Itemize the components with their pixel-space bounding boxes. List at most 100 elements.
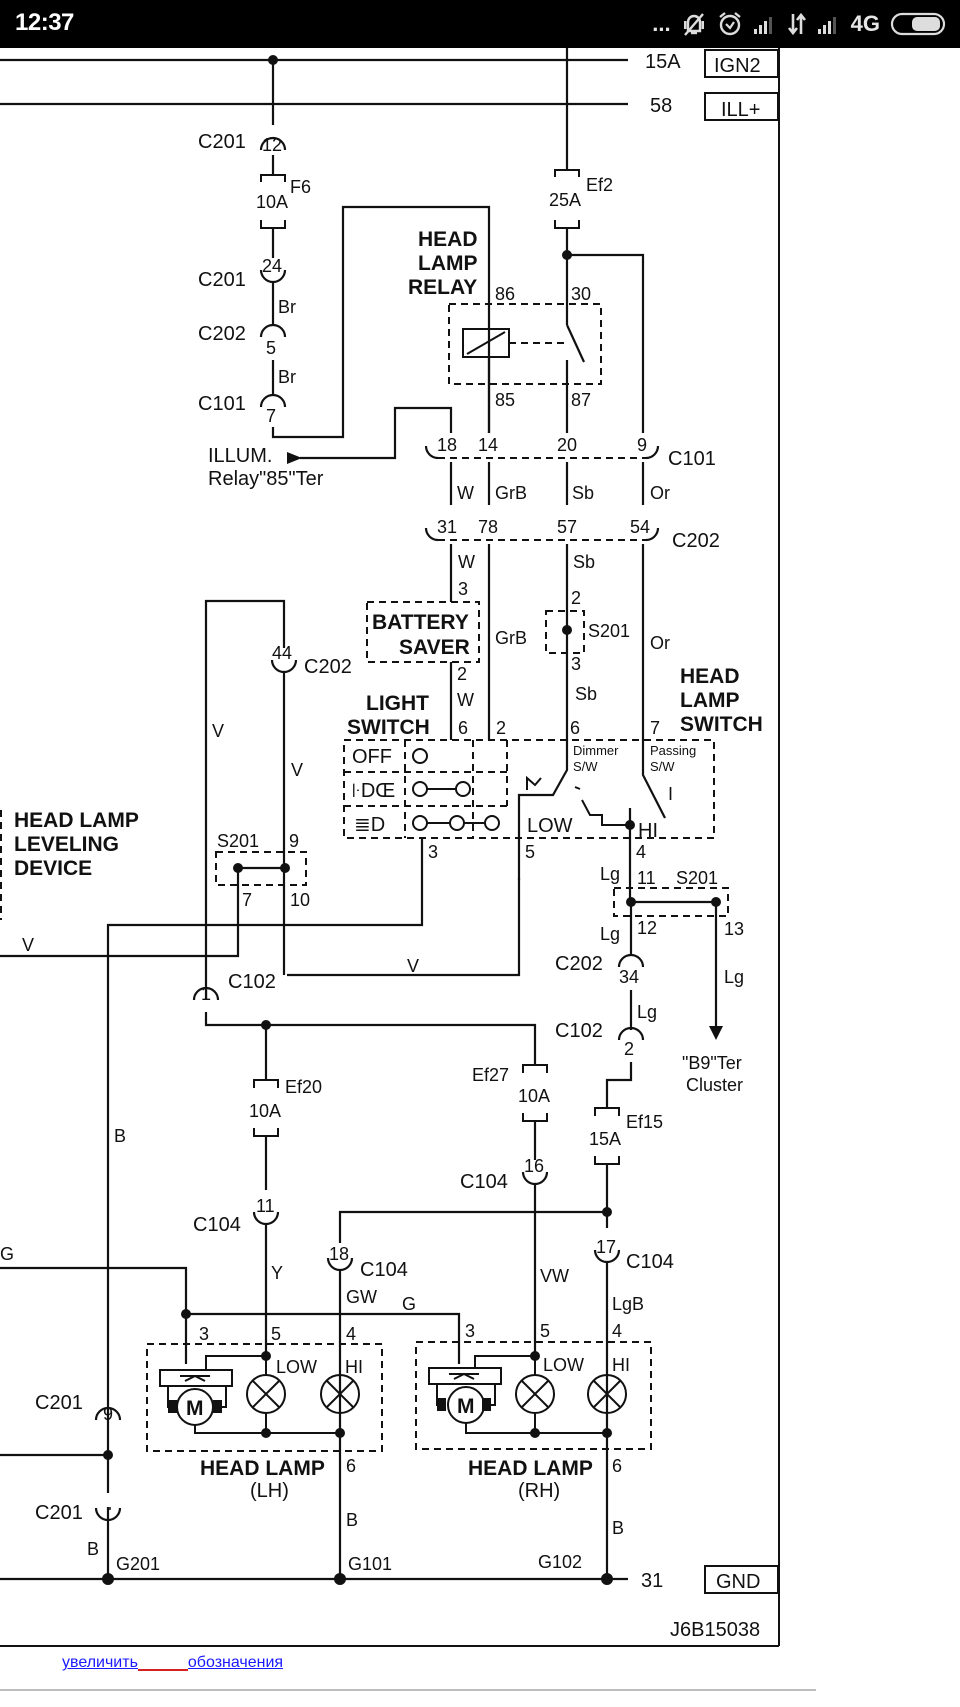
label: Dimmer	[573, 743, 619, 758]
label: Or	[650, 483, 670, 503]
more-dots-icon: ...	[652, 11, 671, 36]
label: 7	[242, 890, 252, 910]
label: Br	[278, 367, 296, 387]
relay-label: LAMP	[418, 252, 478, 275]
label: C202	[304, 656, 352, 678]
label: V	[407, 956, 419, 976]
connector-c201-12	[259, 136, 287, 151]
passing-contact: I	[668, 784, 673, 804]
low-label: LOW	[527, 815, 573, 837]
motor-label: M	[186, 1397, 204, 1420]
label: C202	[672, 530, 720, 552]
label: 5	[525, 842, 535, 862]
label: Ef2	[586, 175, 613, 195]
arrow-icon	[287, 452, 302, 464]
label: 86	[495, 284, 515, 304]
rail-number: 15A	[645, 51, 681, 73]
label: G	[0, 1244, 14, 1264]
head-lamp-switch-label: LAMP	[680, 689, 740, 712]
leveler-icon	[449, 1372, 479, 1380]
label: 4	[346, 1324, 356, 1344]
signal-2-icon	[817, 17, 836, 34]
connector-c101-row: 18 14 20 9 C101	[424, 435, 716, 470]
rail-name-ill: ILL+	[721, 99, 760, 121]
label: 17	[596, 1237, 616, 1257]
low-label: LOW	[276, 1357, 317, 1377]
high-beam-bulb-icon	[320, 1374, 360, 1414]
connector-c102-1	[192, 986, 220, 1001]
label: Sb	[572, 483, 594, 503]
label: C104	[193, 1214, 241, 1236]
label: 6	[458, 718, 468, 738]
label: 25A	[549, 190, 581, 210]
low-label: LOW	[543, 1355, 584, 1375]
label: 20	[557, 435, 577, 455]
relay-label: RELAY	[408, 276, 477, 299]
link-separator	[137, 1669, 188, 1671]
ground-g201: G201	[116, 1554, 160, 1574]
battery-saver-label: BATTERY	[372, 611, 469, 634]
label: Or	[650, 633, 670, 653]
label: 18	[329, 1244, 349, 1264]
label: C201	[35, 1502, 83, 1524]
label: 3	[465, 1321, 475, 1341]
label: 10A	[249, 1101, 281, 1121]
label: B	[346, 1510, 358, 1530]
label: 3	[428, 842, 438, 862]
label: 6	[612, 1456, 622, 1476]
label: Lg	[637, 1002, 657, 1022]
splice-s201	[545, 610, 585, 654]
rail-ign2: 15A IGN2	[0, 49, 779, 78]
label: B	[114, 1126, 126, 1146]
label: Ef15	[626, 1112, 663, 1132]
label: Passing	[650, 743, 696, 758]
clock: 12:37	[15, 9, 74, 36]
rail-name-gnd: GND	[716, 1571, 760, 1593]
label: S201	[588, 621, 630, 641]
connector-c202-row: 31 78 57 54 C202	[424, 517, 720, 552]
label: S201	[676, 868, 718, 888]
label: Sb	[575, 684, 597, 704]
label: 15A	[589, 1129, 621, 1149]
rail-ill: 58 ILL+	[0, 92, 779, 121]
high-beam-bulb-icon	[587, 1374, 627, 1414]
head-lamp-switch-label: SWITCH	[680, 713, 763, 736]
ground-g101: G101	[348, 1554, 392, 1574]
battery-icon	[890, 12, 946, 36]
wiring-diagram: 15A IGN2 58 ILL+ 31 GND C201 12 10A F6 2…	[0, 48, 780, 1647]
label: 6	[346, 1456, 356, 1476]
label: GrB	[495, 483, 527, 503]
label: 9	[103, 1404, 113, 1424]
leveling-device-label: LEVELING	[14, 833, 119, 856]
label: Y	[271, 1263, 283, 1283]
status-icons: ... 4G	[652, 9, 946, 39]
label: W	[458, 552, 475, 572]
label: C101	[198, 393, 246, 415]
alarm-icon	[718, 12, 741, 36]
label: 12	[637, 918, 657, 938]
head-lamp-switch-label: HEAD	[680, 665, 740, 688]
connector-c101-7	[259, 393, 287, 408]
label: W	[457, 483, 474, 503]
legend-link[interactable]: обозначения	[187, 1654, 284, 1671]
label: 9	[289, 831, 299, 851]
status-bar: 12:37 ... 4G	[0, 0, 960, 48]
label: Ef20	[285, 1077, 322, 1097]
zoom-link[interactable]: увеличить	[62, 1654, 138, 1671]
label: 3	[458, 579, 468, 599]
ground-g102: G102	[538, 1552, 582, 1572]
light-switch-label: LIGHT	[366, 692, 429, 715]
illum-label: ILLUM.	[208, 445, 272, 467]
label: 11	[256, 1196, 275, 1216]
label: 2	[457, 664, 467, 684]
label: Lg	[600, 864, 620, 884]
label: 2	[496, 718, 506, 738]
head-lamp-lh: M LOW HI	[146, 1343, 383, 1452]
label: C104	[460, 1171, 508, 1193]
connector-c104-11	[252, 1211, 280, 1226]
label: S/W	[650, 759, 675, 774]
splice-s201-right	[613, 887, 729, 917]
label: 87	[571, 390, 591, 410]
connector-c104-17	[593, 1249, 621, 1264]
diagram-code: J6B15038	[670, 1619, 760, 1641]
